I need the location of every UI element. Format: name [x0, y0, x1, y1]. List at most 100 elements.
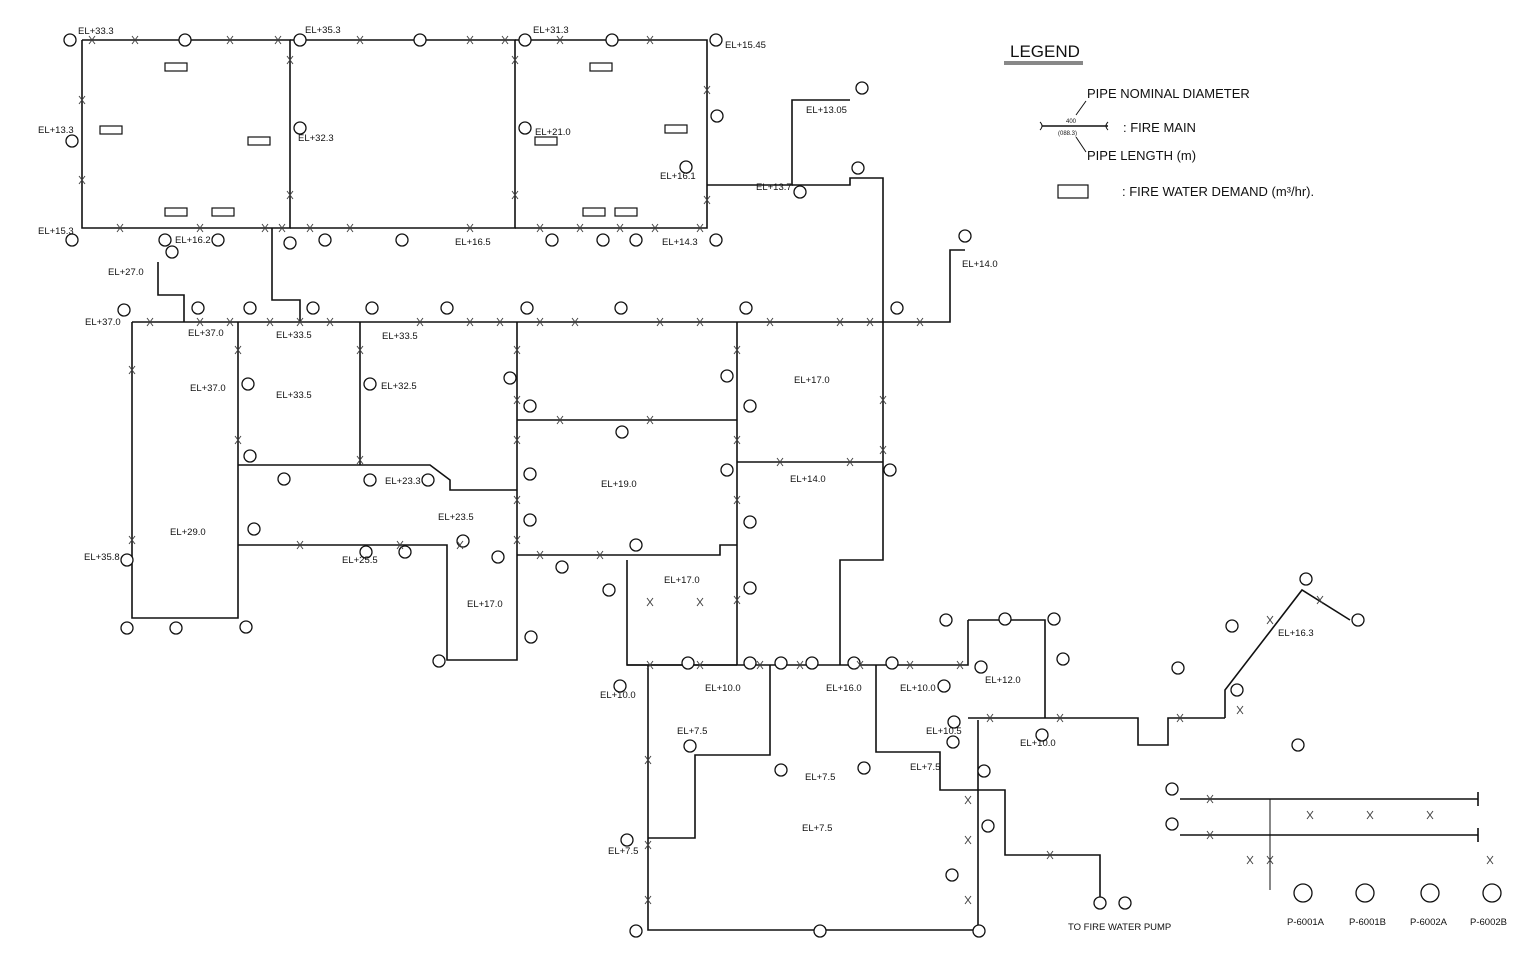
hydrant-node: [440, 301, 454, 315]
valve-marker: [274, 35, 282, 45]
pipe-lower-inner: [648, 665, 771, 839]
hydrant-node: [398, 545, 412, 559]
hydrant-node: [743, 581, 757, 595]
hydrant-node: [683, 739, 697, 753]
hydrant-node: [972, 924, 986, 938]
elevation-label: EL+37.0: [85, 317, 121, 328]
pipe-lower-mid: [875, 665, 968, 791]
hydrant-node: [947, 715, 961, 729]
elevation-label: EL+16.0: [826, 683, 862, 694]
pump-icon-p6001a: [1293, 883, 1313, 903]
pump-header-node-2: [1165, 817, 1179, 831]
elevation-label: EL+33.5: [382, 331, 418, 342]
hydrant-node: [318, 233, 332, 247]
hydrant-node: [851, 161, 865, 175]
hydrant-node: [165, 245, 179, 259]
valve-marker: [576, 223, 584, 233]
valve-marker: [964, 795, 972, 805]
valve-marker: [466, 223, 474, 233]
valve-marker: [656, 317, 664, 327]
hydrant-node: [158, 233, 172, 247]
valve-marker: [1246, 855, 1254, 865]
pipe-el14-riser: [883, 249, 965, 323]
elevation-label: EL+13.7: [756, 182, 792, 193]
valve-marker: [646, 415, 654, 425]
valve-marker: [956, 660, 964, 670]
pipe-lower-header: [627, 620, 969, 666]
pump-icon-p6001b: [1355, 883, 1375, 903]
elevation-labels: EL+33.3 EL+35.3 EL+31.3 EL+15.45 EL+13.3…: [38, 25, 1314, 857]
elevation-label: EL+16.1: [660, 171, 696, 182]
valve-marker: [501, 35, 509, 45]
valve-marker: [696, 660, 704, 670]
valve-marker: [456, 540, 464, 550]
valve-marker: [846, 457, 854, 467]
hydrant-node: [65, 134, 79, 148]
valve-marker: [513, 435, 521, 445]
valve-marker: [1206, 830, 1214, 840]
legend: LEGEND PIPE NOMINAL DIAMETER 400 (088.3)…: [1004, 42, 1314, 199]
legend-demand-label: : FIRE WATER DEMAND (m³/hr).: [1122, 184, 1314, 199]
pipe-lower-south-loop: [647, 665, 979, 931]
valve-marker: [1056, 713, 1064, 723]
valve-marker: [536, 317, 544, 327]
valve-marker: [766, 317, 774, 327]
hydrant-node: [359, 545, 373, 559]
hydrant-node: [293, 121, 307, 135]
valve-marker: [128, 365, 136, 375]
valve-marker: [286, 55, 294, 65]
demand-box: [211, 207, 235, 217]
hydrant-node: [523, 467, 537, 481]
hydrant-node: [977, 764, 991, 778]
hydrant-node: [720, 463, 734, 477]
pump-caption: TO FIRE WATER PUMP: [1068, 922, 1171, 933]
elevation-label: EL+10.0: [900, 683, 936, 694]
valve-marker: [703, 195, 711, 205]
hydrant-node: [518, 33, 532, 47]
valve-marker: [226, 317, 234, 327]
valve-marker: [511, 190, 519, 200]
valve-marker: [128, 535, 136, 545]
pipe-far-east-branch: [1224, 588, 1351, 718]
valve-marker: [78, 95, 86, 105]
valve-marker: [496, 317, 504, 327]
elevation-label: EL+33.5: [276, 330, 312, 341]
hydrant-node: [63, 33, 77, 47]
hydrant-node: [681, 656, 695, 670]
hydrant-node: [720, 369, 734, 383]
elevation-label: EL+37.0: [190, 383, 226, 394]
hydrant-node: [243, 449, 257, 463]
hydrant-node: [523, 399, 537, 413]
valve-marker: [356, 345, 364, 355]
hydrant-node: [178, 33, 192, 47]
valve-marker: [733, 495, 741, 505]
hydrant-node: [709, 33, 723, 47]
elevation-label: EL+10.5: [926, 726, 962, 737]
hydrant-node: [958, 229, 972, 243]
pipe-west-loop: [131, 322, 239, 619]
valve-marker: [78, 175, 86, 185]
valve-marker: [536, 223, 544, 233]
legend-fire-main-label: : FIRE MAIN: [1123, 120, 1196, 135]
hydrant-node: [239, 620, 253, 634]
hydrant-node: [613, 679, 627, 693]
demand-box: [582, 207, 606, 217]
hydrant-node: [946, 735, 960, 749]
hydrant-node: [277, 472, 291, 486]
hydrant-node: [629, 538, 643, 552]
valve-marker: [513, 345, 521, 355]
elevation-label: EL+14.0: [962, 259, 998, 270]
valve-marker: [644, 895, 652, 905]
elevation-label: EL+10.0: [1020, 738, 1056, 749]
valve-marker: [696, 317, 704, 327]
legend-length-leader: [1075, 136, 1087, 153]
hydrant-node: [1047, 612, 1061, 626]
hydrant-node: [813, 924, 827, 938]
valve-marker: [1206, 794, 1214, 804]
elevation-label: EL+10.0: [705, 683, 741, 694]
valve-marker: [116, 223, 124, 233]
valve-marker: [196, 223, 204, 233]
elevation-label: EL+16.3: [1278, 628, 1314, 639]
pipe-el27-branch: [157, 262, 185, 322]
